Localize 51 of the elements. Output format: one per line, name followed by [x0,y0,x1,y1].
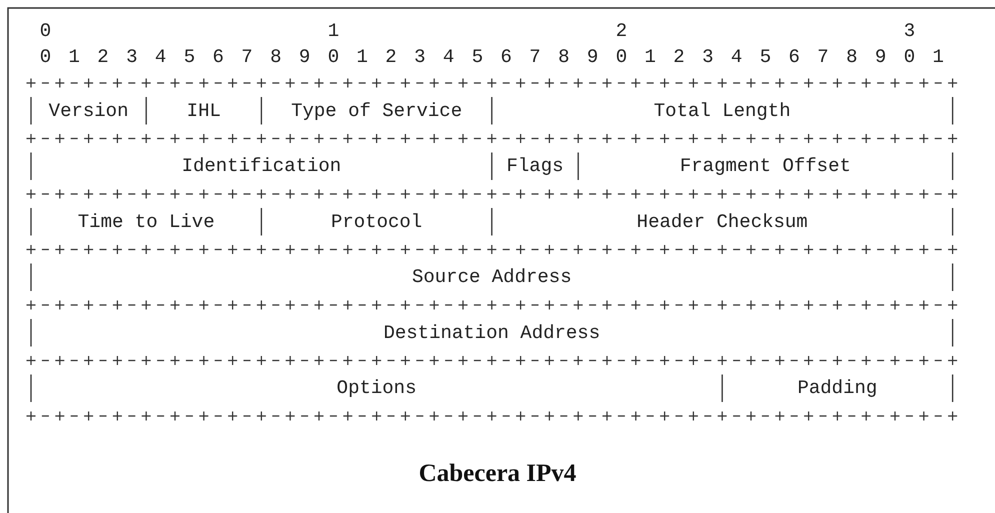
bit-number: 1 [68,46,80,68]
caption: Cabecera IPv4 [418,460,576,487]
bit-number: 2 [673,46,685,68]
bit-number: 0 [40,46,52,68]
bit-number: 4 [154,46,166,68]
header-field: Source Address [35,256,949,299]
bit-number: 0 [904,46,916,68]
bit-number: 1 [644,46,656,68]
bit-number: 9 [586,46,598,68]
header-field: Version [35,89,142,132]
bit-number: 3 [126,46,138,68]
bit-number: 7 [817,46,829,68]
bit-number: 3 [702,46,714,68]
bit-number: 8 [558,46,570,68]
bit-number: 5 [760,46,772,68]
bit-number: 8 [270,46,282,68]
header-field: Fragment Offset [582,144,949,188]
bit-number: 1 [356,46,368,68]
bit-number: 3 [904,20,916,42]
bit-number: 6 [788,46,800,68]
bit-number: 3 [414,46,426,68]
bit-number: 8 [846,46,858,68]
bit-number: 9 [874,46,886,68]
header-field: Header Checksum [496,200,949,244]
bit-number: 0 [40,20,52,42]
bit-number: 0 [616,46,628,68]
bit-number: 2 [616,20,628,42]
bit-number: 7 [529,46,541,68]
bit-number: 2 [385,46,397,68]
bit-number: 4 [442,46,454,68]
header-field: Type of Service [265,89,488,132]
bit-number: 4 [730,46,742,68]
header-field: Identification [35,144,488,188]
bit-number: 5 [472,46,484,68]
bit-number: 1 [932,46,944,68]
header-field: Flags [496,144,574,188]
bit-number: 2 [97,46,109,68]
header-field: Destination Address [35,311,949,354]
header-field: Time to Live [35,200,258,244]
bit-number: 5 [184,46,196,68]
header-field: Padding [726,366,949,410]
bit-number: 0 [328,46,340,68]
bit-number: 6 [500,46,512,68]
header-field: Options [35,366,718,410]
bit-number: 6 [212,46,224,68]
header-field: IHL [150,89,258,132]
bit-number: 1 [328,20,340,42]
header-field: Total Length [496,89,949,132]
header-field: Protocol [265,200,488,244]
bit-number: 9 [298,46,310,68]
bit-number: 7 [241,46,253,68]
